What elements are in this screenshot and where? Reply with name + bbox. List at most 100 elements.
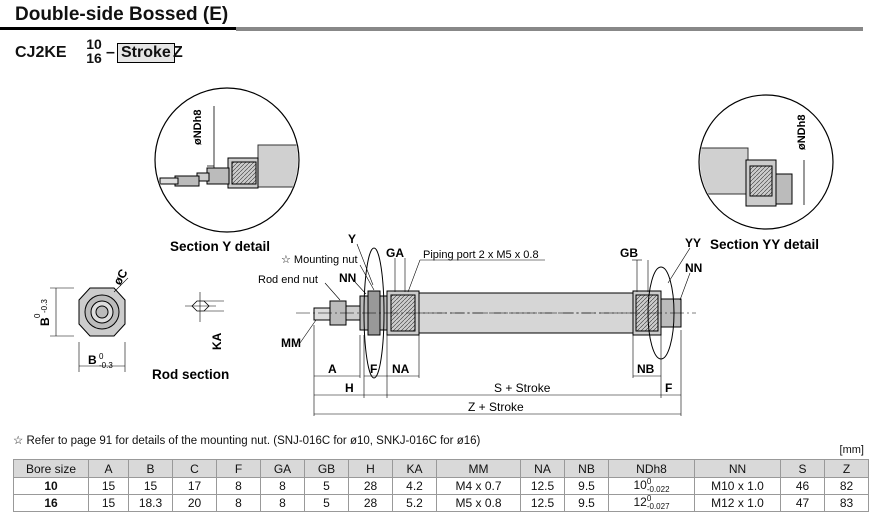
cell-ka: 4.2 <box>392 477 437 495</box>
model-suffix: Z <box>173 44 183 61</box>
piping-port-label: Piping port 2 x M5 x 0.8 <box>423 249 539 261</box>
nn-label-right: NN <box>685 261 702 275</box>
title-underline <box>0 27 236 30</box>
z-stroke-label: Z + Stroke <box>468 400 524 414</box>
y-label: Y <box>348 232 356 246</box>
cell-ka: 5.2 <box>392 494 437 512</box>
rod-section-label: Rod section <box>152 367 229 382</box>
cell-mm: M5 x 0.8 <box>436 494 521 512</box>
title-rule <box>236 27 863 31</box>
table-header: S <box>780 459 825 478</box>
b-label-bottom: B <box>88 353 97 367</box>
nb-label: NB <box>637 362 655 376</box>
oc-label: øC <box>110 266 130 287</box>
table-header: Z <box>824 459 869 478</box>
bore-fraction: 10 16 <box>83 37 105 65</box>
table-header: KA <box>392 459 437 478</box>
b-label-left: B <box>38 317 52 326</box>
table-header: C <box>172 459 217 478</box>
table-header: MM <box>436 459 521 478</box>
table-header: GB <box>304 459 349 478</box>
cell-nb: 9.5 <box>564 494 609 512</box>
cell-nn: M10 x 1.0 <box>694 477 781 495</box>
b-tol-bottom-bottom: -0.3 <box>99 361 113 370</box>
page-title: Double-side Bossed (E) <box>15 4 229 25</box>
cell-f: 8 <box>216 477 261 495</box>
nd-base: 12 <box>633 495 647 510</box>
cell-nn: M12 x 1.0 <box>694 494 781 512</box>
a-label: A <box>328 362 337 376</box>
section-y-label: Section Y detail <box>170 239 270 254</box>
cell-gb: 5 <box>304 477 349 495</box>
table-row: 16 15 18.3 20 8 8 5 28 5.2 M5 x 0.8 12.5… <box>13 494 869 512</box>
cell-s: 47 <box>780 494 825 512</box>
cell-a: 15 <box>88 494 129 512</box>
cell-na: 12.5 <box>520 494 565 512</box>
ndh8-label-yy: øNDh8 <box>796 115 808 150</box>
cell-gb: 5 <box>304 494 349 512</box>
cell-z: 83 <box>824 494 869 512</box>
front-view: B 0 -0.3 B 0 -0.3 øC <box>33 266 131 372</box>
table-header: NB <box>564 459 609 478</box>
dimension-drawing: øNDh8 Section Y detail øNDh8 Section YY … <box>33 87 834 416</box>
rod-section: KA Rod section <box>152 292 229 382</box>
model-dash: – <box>106 44 115 61</box>
cell-h: 28 <box>348 494 393 512</box>
cell-bore: 10 <box>13 477 89 495</box>
table-header: NA <box>520 459 565 478</box>
cell-mm: M4 x 0.7 <box>436 477 521 495</box>
yy-label: YY <box>685 236 701 250</box>
model-prefix: CJ2KE <box>15 44 67 61</box>
ga-label: GA <box>386 246 404 260</box>
cell-b: 15 <box>128 477 173 495</box>
table-header: NDh8 <box>608 459 695 478</box>
f-label-left: F <box>370 362 377 376</box>
table-header: A <box>88 459 129 478</box>
nd-upper: 0 <box>646 494 652 503</box>
cell-bore: 16 <box>13 494 89 512</box>
b-tol-top-left: 0 <box>33 313 42 318</box>
table-header: H <box>348 459 393 478</box>
dimension-table: Bore size A B C F GA GB H KA MM NA NB ND… <box>13 459 869 512</box>
table-header: GA <box>260 459 305 478</box>
cell-h: 28 <box>348 477 393 495</box>
mounting-nut-note: ☆ Refer to page 91 for details of the mo… <box>13 435 481 447</box>
table-header: B <box>128 459 173 478</box>
stroke-box: Stroke <box>117 43 175 63</box>
cell-f: 8 <box>216 494 261 512</box>
ka-label: KA <box>210 332 224 350</box>
unit-label: [mm] <box>839 444 864 456</box>
section-yy-detail: øNDh8 Section YY detail <box>698 94 834 252</box>
bore-top: 10 <box>86 36 102 52</box>
cell-b: 18.3 <box>128 494 173 512</box>
cell-a: 15 <box>88 477 129 495</box>
na-label: NA <box>392 362 410 376</box>
h-label: H <box>345 381 354 395</box>
cell-c: 17 <box>172 477 217 495</box>
f-label-right: F <box>665 381 672 395</box>
cell-nb: 9.5 <box>564 477 609 495</box>
cell-z: 82 <box>824 477 869 495</box>
cylinder-side-view: MM Rod end nut ☆ Mounting nut NN Y GA Pi… <box>258 232 702 416</box>
nd-lower: -0.022 <box>646 485 670 494</box>
rod-end-nut-label: Rod end nut <box>258 274 318 286</box>
table-header-row: Bore size A B C F GA GB H KA MM NA NB ND… <box>13 459 869 478</box>
cell-c: 20 <box>172 494 217 512</box>
nd-lower: -0.027 <box>646 502 670 511</box>
nd-base: 10 <box>633 478 647 493</box>
section-y-detail: øNDh8 Section Y detail <box>154 87 300 254</box>
mm-label: MM <box>281 336 301 350</box>
table-row: 10 15 15 17 8 8 5 28 4.2 M4 x 0.7 12.5 9… <box>13 477 869 495</box>
cell-s: 46 <box>780 477 825 495</box>
table-header: Bore size <box>13 459 89 478</box>
b-tol-top-bottom: 0 <box>99 352 104 361</box>
section-yy-label: Section YY detail <box>710 237 819 252</box>
nn-label-left: NN <box>339 271 356 285</box>
ndh8-label-y: øNDh8 <box>192 110 204 145</box>
bore-bottom: 16 <box>86 50 102 66</box>
cell-ga: 8 <box>260 494 305 512</box>
s-stroke-label: S + Stroke <box>494 381 551 395</box>
gb-label: GB <box>620 246 638 260</box>
